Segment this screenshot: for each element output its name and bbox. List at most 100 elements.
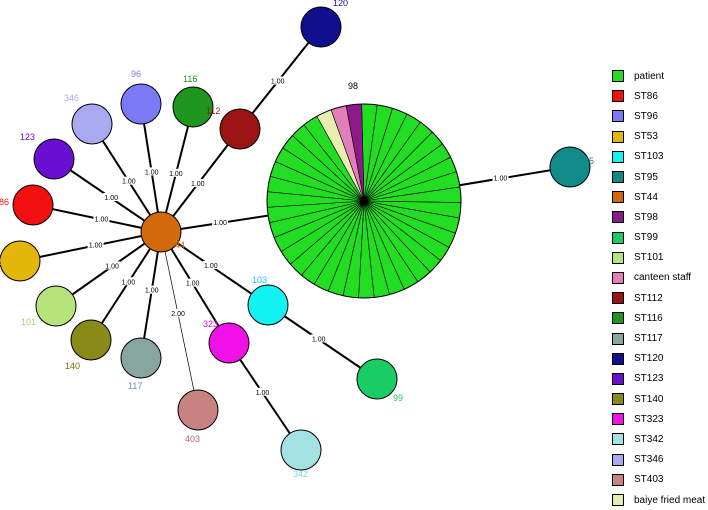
legend-swatch (612, 211, 624, 224)
legend-swatch (612, 332, 624, 345)
legend-swatch (612, 231, 624, 244)
legend-swatch (612, 110, 624, 123)
legend-item: ST96 (612, 106, 705, 126)
legend-swatch (612, 150, 624, 163)
edge-label-bg (202, 260, 219, 269)
node-label-101: 101 (21, 317, 36, 327)
edge-hub-44-node-117 (140, 231, 162, 359)
node-96 (120, 83, 162, 125)
node-99 (356, 358, 398, 400)
legend-swatch (612, 171, 624, 184)
legend-label: patient (634, 70, 665, 82)
node-403 (177, 389, 219, 431)
legend-item: ST103 (612, 147, 705, 167)
node-label-116: 116 (183, 74, 197, 84)
node-label-103: 103 (252, 275, 267, 285)
legend-item: ST117 (612, 328, 705, 348)
edge-weight-label: 1.00 (145, 288, 159, 295)
pie-center (360, 197, 368, 205)
legend-item: ST342 (612, 429, 705, 449)
edge-hub-44-node-323 (160, 231, 230, 344)
legend-label: ST98 (634, 211, 658, 223)
node-342 (280, 429, 322, 471)
legend-item: ST140 (612, 389, 705, 409)
edge-label-bg (143, 285, 160, 294)
legend-item: ST323 (612, 409, 705, 429)
node-label-120: 120 (333, 0, 348, 8)
legend-item: ST53 (612, 127, 705, 147)
legend-swatch (612, 372, 624, 385)
legend-label: ST140 (634, 393, 664, 405)
edge-label-bg (254, 387, 271, 396)
legend-item: ST44 (612, 187, 705, 207)
legend-label: ST323 (634, 413, 664, 425)
legend-swatch (612, 494, 624, 507)
legend-item: canteen staff (612, 268, 705, 288)
legend-swatch (612, 433, 624, 446)
node-86 (12, 184, 54, 226)
node-label-123: 123 (20, 132, 35, 142)
node-label-342: 342 (293, 469, 308, 478)
legend-item: ST112 (612, 288, 705, 308)
edge-label-bg (120, 277, 137, 286)
legend-swatch (612, 393, 624, 406)
node-label-323: 323 (203, 319, 218, 329)
node-323 (208, 322, 250, 364)
legend-label: canteen staff (634, 272, 692, 284)
edge-weight-label: 1.00 (271, 79, 285, 86)
edge-weight-label: 1.00 (191, 181, 205, 188)
node-label-44: 44 (175, 240, 185, 250)
legend-label: ST96 (634, 110, 658, 122)
edge-node-323-node-342 (228, 342, 302, 451)
node-117 (120, 337, 162, 379)
legend-label: ST116 (634, 312, 663, 324)
edge-weight-label: 1.00 (104, 195, 118, 202)
legend-item: ST95 (612, 167, 705, 187)
edge-weight-label: 1.00 (169, 171, 183, 178)
legend-label: ST117 (634, 333, 663, 345)
edge-weight-label: 2.00 (171, 311, 185, 318)
node-95 (549, 146, 591, 188)
edge-label-bg (103, 193, 120, 202)
legend-label: ST101 (634, 252, 664, 264)
edge-label-bg (492, 173, 509, 182)
minimum-spanning-tree: 1.00 1.00 1.00 1.00 1.00 1.00 1.00 1.00 1.00 1.00… (0, 0, 594, 478)
edge-weight-label: 1.00 (312, 336, 326, 343)
legend-item: ST346 (612, 450, 705, 470)
legend-item: ST101 (612, 248, 705, 268)
edge-weight-label: 1.00 (89, 242, 103, 249)
node-98 (266, 103, 462, 299)
legend-item: ST99 (612, 228, 705, 248)
node-label-98: 98 (348, 81, 358, 91)
legend-label: ST120 (634, 353, 664, 365)
edge-weight-label: 1.00 (122, 179, 136, 186)
node-116 (172, 86, 214, 128)
node-123 (33, 138, 75, 180)
legend-swatch (612, 413, 624, 426)
legend-item: ST403 (612, 470, 705, 490)
legend-swatch (612, 90, 624, 103)
legend-swatch (612, 70, 624, 83)
edge-label-bg (93, 214, 110, 223)
node-label-86: 86 (0, 197, 9, 207)
labels: 1.00 1.00 1.00 1.00 1.00 1.00 1.00 1.00 1.00 1.00… (0, 0, 594, 478)
legend-label: ST123 (634, 373, 664, 385)
legend-swatch (612, 251, 624, 264)
legend-label: ST99 (634, 232, 658, 244)
edge-weight-label: 1.00 (95, 216, 109, 223)
edge-label-bg (167, 168, 184, 177)
edge-weight-label: 1.00 (256, 390, 270, 397)
legend-label: ST53 (634, 131, 658, 143)
legend-item: patient (612, 66, 705, 86)
legend-item: ST116 (612, 308, 705, 328)
edge-label-bg (269, 76, 286, 85)
legend-item: ST120 (612, 349, 705, 369)
legend-swatch (612, 130, 624, 143)
edge-weight-label: 1.00 (204, 263, 218, 270)
legend-label: ST342 (634, 433, 664, 445)
node-101 (35, 285, 77, 327)
legend-item: ST86 (612, 86, 705, 106)
edge-weight-label: 1.00 (105, 263, 119, 270)
legend-swatch (612, 453, 624, 466)
